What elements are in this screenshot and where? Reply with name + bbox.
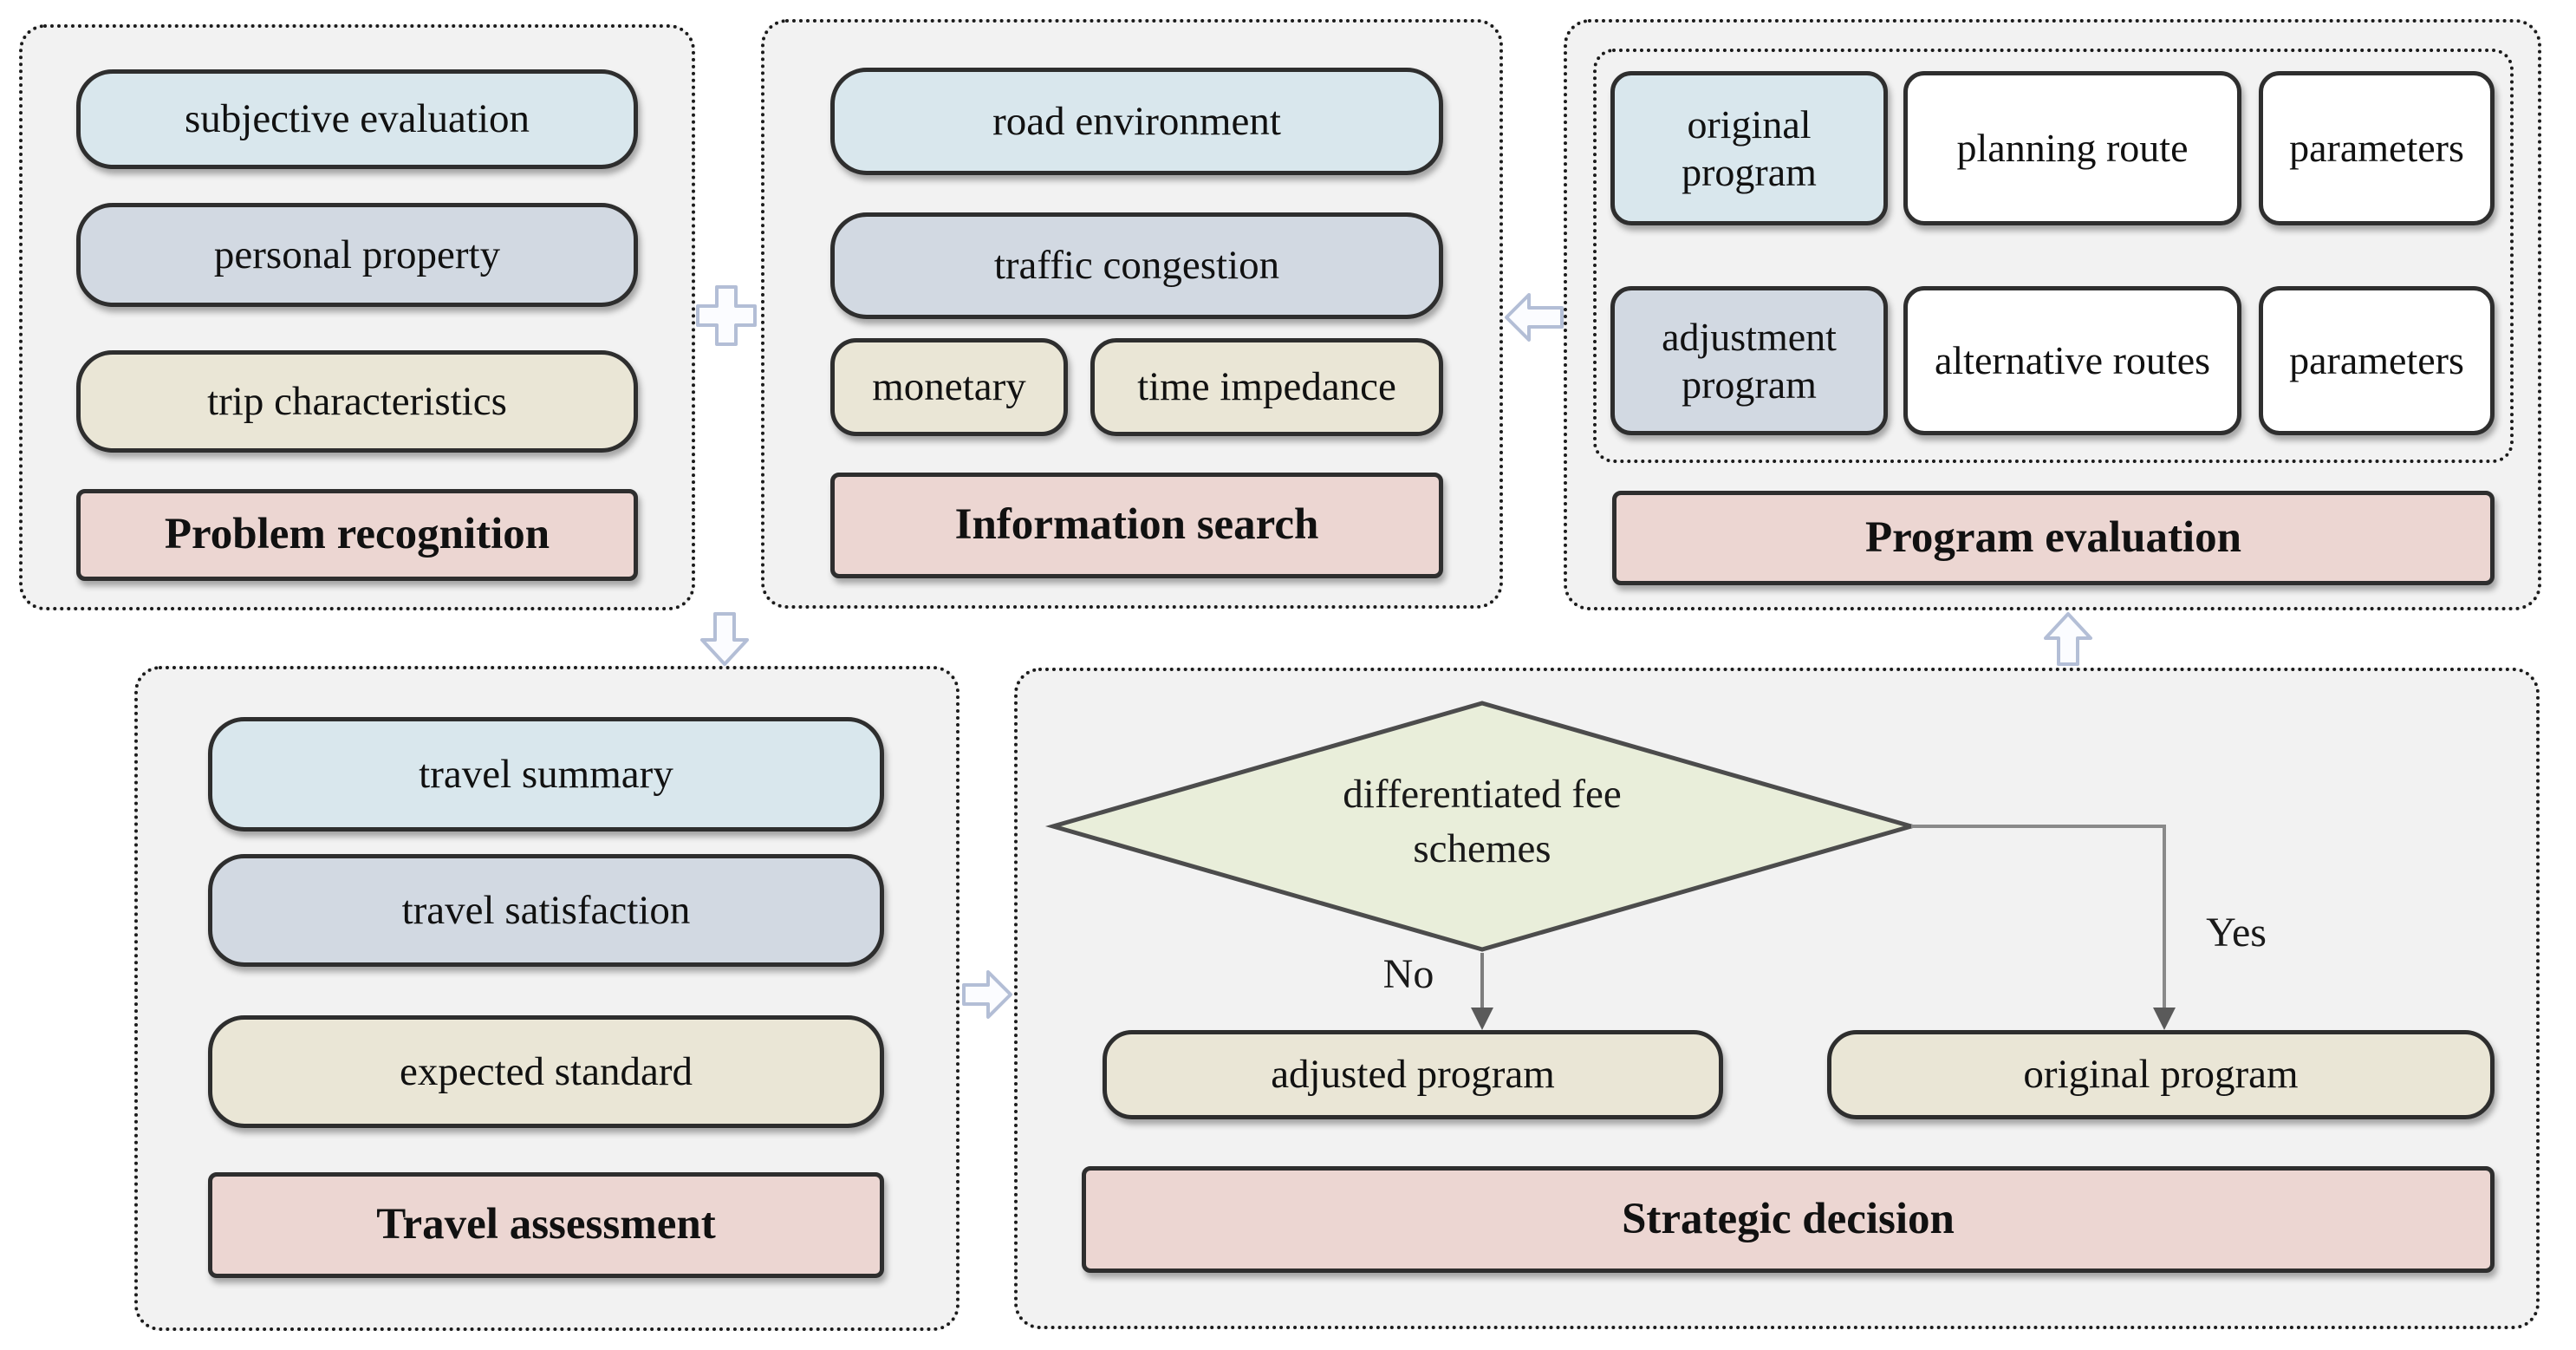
box-trip-characteristics: trip characteristics bbox=[76, 350, 638, 453]
box-traffic-congestion: traffic congestion bbox=[830, 212, 1443, 319]
no-label: No bbox=[1382, 951, 1434, 997]
box-expected-standard: expected standard bbox=[208, 1015, 884, 1128]
box-original-program: original program bbox=[1610, 71, 1888, 225]
arrow-down-icon bbox=[700, 612, 749, 666]
box-adjustment-program: adjustment program bbox=[1610, 286, 1888, 435]
box-travel-satisfaction: travel satisfaction bbox=[208, 854, 884, 967]
box-planning-route: planning route bbox=[1903, 71, 2241, 225]
box-parameters-row1: parameters bbox=[2259, 71, 2495, 225]
box-subjective-evaluation: subjective evaluation bbox=[76, 69, 638, 169]
panel-title-information-search: Information search bbox=[830, 473, 1443, 578]
arrow-right-icon bbox=[962, 970, 1012, 1019]
box-time-impedance: time impedance bbox=[1090, 338, 1443, 436]
panel-title-program-evaluation: Program evaluation bbox=[1612, 491, 2495, 585]
arrow-up-icon bbox=[2044, 612, 2092, 666]
arrow-left-icon bbox=[1505, 293, 1564, 342]
box-personal-property: personal property bbox=[76, 203, 638, 307]
box-monetary: monetary bbox=[830, 338, 1068, 436]
box-adjusted-program: adjusted program bbox=[1103, 1030, 1723, 1119]
plus-connector-icon bbox=[696, 285, 757, 346]
panel-title-strategic-decision: Strategic decision bbox=[1082, 1166, 2495, 1273]
box-road-environment: road environment bbox=[830, 68, 1443, 175]
panel-title-problem-recognition: Problem recognition bbox=[76, 489, 638, 581]
panel-title-travel-assessment: Travel assessment bbox=[208, 1172, 884, 1278]
box-alternative-routes: alternative routes bbox=[1903, 286, 2241, 435]
box-parameters-row2: parameters bbox=[2259, 286, 2495, 435]
box-original-program-outcome: original program bbox=[1827, 1030, 2495, 1119]
yes-label: Yes bbox=[2206, 910, 2267, 955]
decision-diamond-label: differentiated fee schemes bbox=[1343, 772, 1622, 872]
box-travel-summary: travel summary bbox=[208, 717, 884, 832]
